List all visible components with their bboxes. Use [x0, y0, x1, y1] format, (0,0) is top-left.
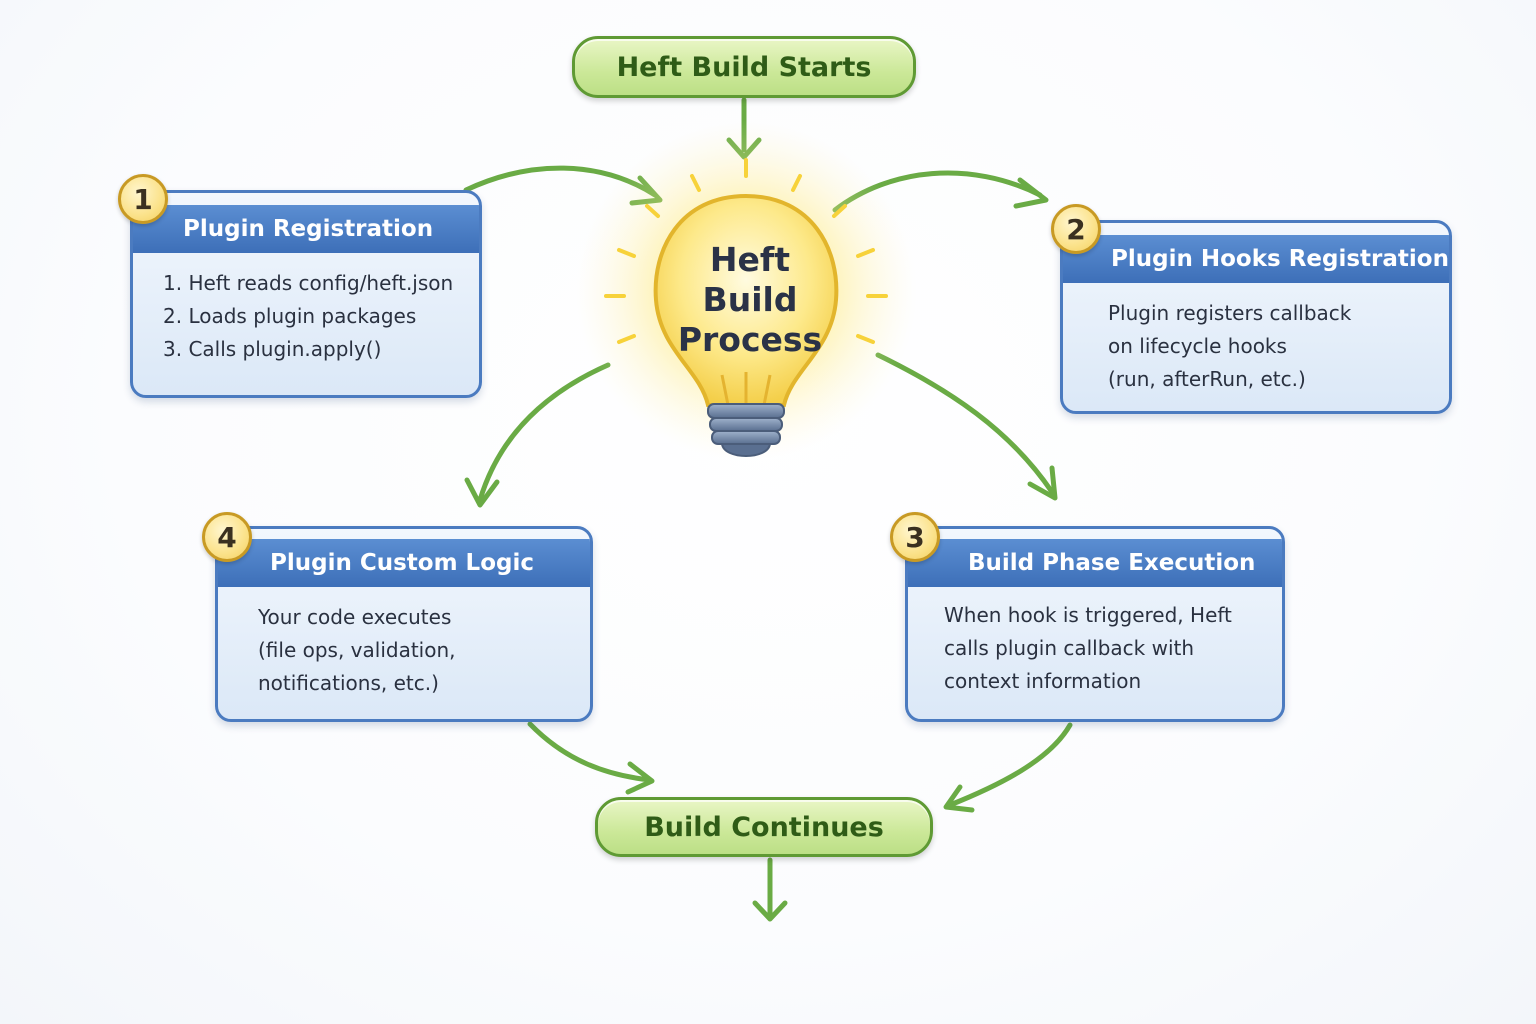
step-card-build-phase-execution: Build Phase Execution When hook is trigg… — [905, 526, 1285, 722]
step-line: 3. Calls plugin.apply() — [163, 337, 382, 361]
step-card-body: 1. Heft reads config/heft.json 2. Loads … — [133, 267, 479, 366]
start-node: Heft Build Starts — [572, 36, 916, 98]
start-label: Heft Build Starts — [616, 51, 872, 83]
arrow-bulb-to-step4 — [464, 362, 611, 508]
end-node: Build Continues — [595, 797, 933, 857]
arrow-bulb-to-step3 — [875, 352, 1058, 501]
lightbulb-icon — [576, 120, 916, 460]
center-title: Heft Build Process — [650, 240, 850, 360]
step-title: Build Phase Execution — [968, 550, 1256, 576]
arrow-step4-to-end — [527, 721, 655, 795]
step-line: 2. Loads plugin packages — [163, 304, 417, 328]
step-line: context information — [944, 669, 1142, 693]
step-line: (file ops, validation, — [258, 638, 456, 662]
center-line: Heft — [709, 240, 791, 279]
end-label: Build Continues — [644, 811, 884, 843]
step-card-body: Your code executes (file ops, validation… — [218, 601, 590, 700]
step-line: (run, afterRun, etc.) — [1108, 367, 1306, 391]
step-card-plugin-custom-logic: Plugin Custom Logic Your code executes (… — [215, 526, 593, 722]
arrow-end-down — [752, 857, 788, 922]
step-card-header: Plugin Hooks Registration — [1063, 235, 1449, 283]
step-number-badge: 3 — [890, 512, 940, 562]
step-title: Plugin Custom Logic — [270, 550, 534, 576]
step-line: on lifecycle hooks — [1108, 334, 1287, 358]
step-line: 1. Heft reads config/heft.json — [163, 271, 454, 295]
step-line: Your code executes — [258, 605, 452, 629]
arrow-step3-to-end — [943, 722, 1073, 813]
step-card-header: Build Phase Execution — [908, 539, 1282, 587]
step-line: notifications, etc.) — [258, 671, 439, 695]
step-number-badge: 2 — [1051, 204, 1101, 254]
step-title: Plugin Hooks Registration — [1111, 246, 1449, 272]
step-number-badge: 4 — [202, 512, 252, 562]
step-card-plugin-registration: Plugin Registration 1. Heft reads config… — [130, 190, 482, 398]
center-line: Build — [702, 280, 798, 319]
step-line: When hook is triggered, Heft — [944, 603, 1232, 627]
center-line: Process — [677, 320, 823, 359]
step-line: calls plugin callback with — [944, 636, 1195, 660]
step-card-body: Plugin registers callback on lifecycle h… — [1063, 297, 1449, 396]
step-card-plugin-hooks-registration: Plugin Hooks Registration Plugin registe… — [1060, 220, 1452, 414]
step-number-badge: 1 — [118, 174, 168, 224]
step-line: Plugin registers callback — [1108, 301, 1352, 325]
step-card-body: When hook is triggered, Heft calls plugi… — [908, 599, 1282, 698]
step-card-header: Plugin Registration — [133, 205, 479, 253]
step-title: Plugin Registration — [183, 216, 434, 242]
step-card-header: Plugin Custom Logic — [218, 539, 590, 587]
